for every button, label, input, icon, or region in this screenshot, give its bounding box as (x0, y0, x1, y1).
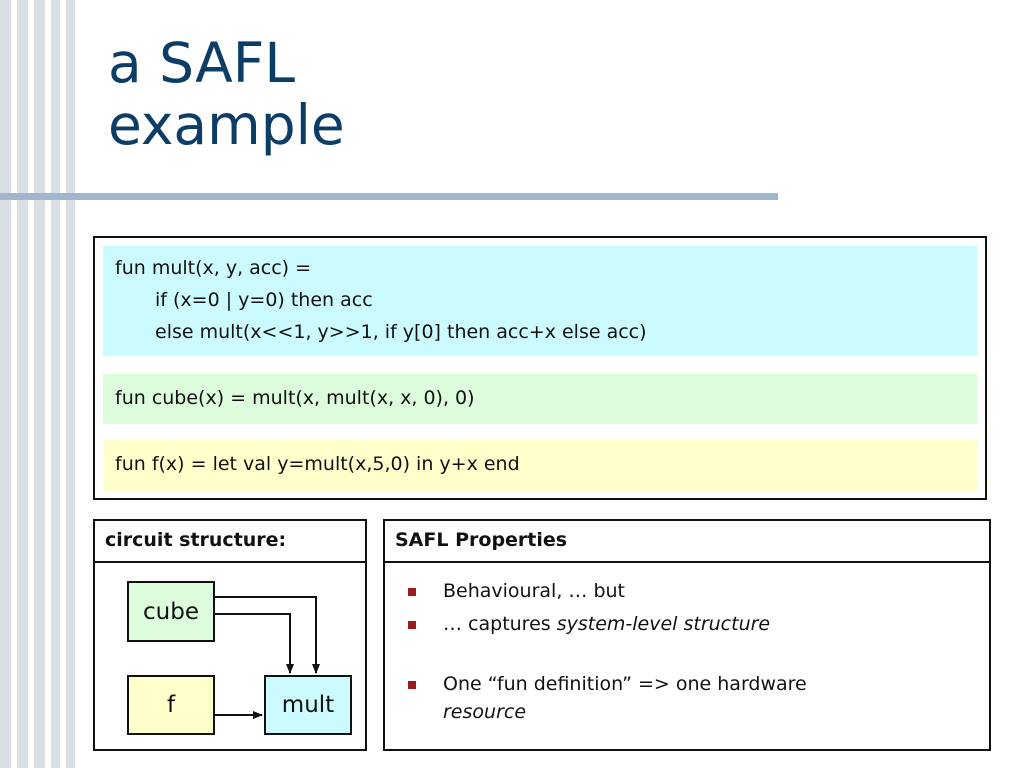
left-stripe-2 (17, 0, 28, 768)
f-code-block: fun f(x) = let val y=mult(x,5,0) in y+x … (103, 440, 977, 492)
cube-node: cube (127, 581, 215, 642)
bullet-square-icon (408, 588, 416, 596)
slide-title: a SAFL example (108, 32, 345, 156)
code-box: fun mult(x, y, acc) = if (x=0 | y=0) the… (93, 236, 987, 500)
code-line: fun cube(x) = mult(x, mult(x, x, 0), 0) (115, 387, 475, 409)
slide-title-line-2: example (108, 93, 345, 157)
wire-cube-to-mult-inner (215, 613, 294, 674)
slide-title-line-1: a SAFL (108, 31, 296, 95)
code-line: fun f(x) = let val y=mult(x,5,0) in y+x … (115, 453, 520, 475)
mult-node: mult (264, 675, 352, 735)
wire-cube-to-mult-outer (215, 596, 320, 674)
bullet-emphasis: resource (443, 701, 527, 723)
circuit-wires (215, 596, 320, 719)
mult-code-block: fun mult(x, y, acc) = if (x=0 | y=0) the… (103, 246, 977, 356)
code-line: else mult(x<<1, y>>1, if y[0] then acc+x… (155, 321, 647, 343)
title-rule (0, 193, 778, 200)
cube-code-block: fun cube(x) = mult(x, mult(x, x, 0), 0) (103, 374, 977, 424)
circuit-header: circuit structure: (95, 521, 365, 563)
bullet-text: … captures (443, 613, 557, 635)
bullet-square-icon (408, 621, 416, 629)
bullet-text: Behavioural, … but (443, 580, 626, 602)
left-stripe-1 (0, 0, 11, 768)
bullet-square-icon (408, 681, 416, 689)
code-line: if (x=0 | y=0) then acc (155, 289, 373, 311)
bullet-text: One “fun definition” => one hardware (443, 673, 807, 695)
properties-list: Behavioural, … but … captures system-lev… (405, 577, 979, 731)
properties-panel: SAFL Properties Behavioural, … but … cap… (383, 519, 991, 751)
bullet-emphasis: system-level structure (556, 613, 771, 635)
list-item: … captures system-level structure (405, 610, 979, 638)
left-stripe-3 (34, 0, 45, 768)
f-node: f (127, 675, 215, 735)
left-stripe-4 (51, 0, 60, 768)
list-item: Behavioural, … but (405, 577, 979, 605)
circuit-panel: circuit structure: cube f mult (93, 519, 367, 751)
list-item: One “fun definition” => one hardware res… (405, 670, 979, 726)
code-line: fun mult(x, y, acc) = (115, 257, 312, 279)
left-stripe-5 (66, 0, 75, 768)
properties-header: SAFL Properties (385, 521, 989, 563)
